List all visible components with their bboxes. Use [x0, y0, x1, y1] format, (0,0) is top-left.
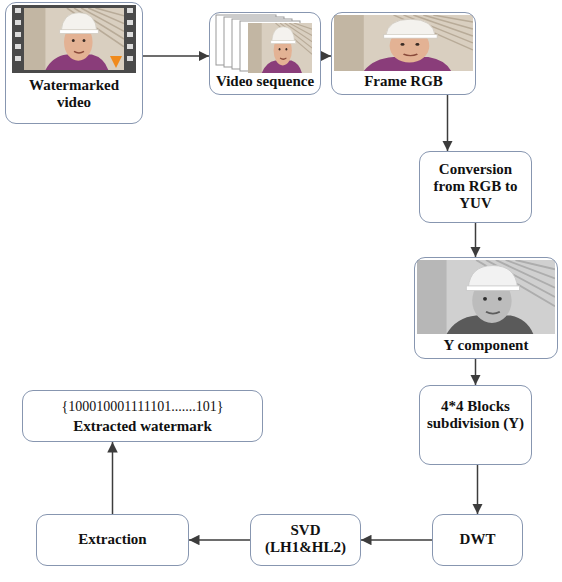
process-box: SVD (LH1&HL2): [250, 514, 361, 566]
process-box: Extraction: [36, 514, 189, 566]
process-box: Conversion from RGB to YUV: [419, 151, 532, 223]
flow-arrow: [143, 55, 209, 57]
component-box: Y component: [414, 257, 558, 359]
flow-arrow: [475, 223, 477, 257]
node-label: Extracted watermark: [26, 418, 260, 435]
frame-stack: [216, 15, 312, 73]
output-box: {100010001111101.......101} Extracted wat…: [22, 390, 263, 442]
sequence-box: Video sequence: [209, 12, 321, 95]
node-label: Watermarked video: [19, 77, 129, 111]
node-label: Conversion from RGB to YUV: [424, 161, 528, 212]
node-label: Frame RGB: [335, 73, 473, 90]
process-box: DWT: [432, 514, 523, 566]
frame-box: Frame RGB: [331, 12, 476, 95]
node-label: Extraction: [41, 531, 185, 548]
flow-arrow: [447, 95, 449, 151]
node-label: Video sequence: [211, 73, 319, 90]
flow-arrow: [112, 442, 114, 514]
process-box: 4*4 Blocks subdivision (Y): [419, 385, 532, 465]
flow-arrow: [477, 465, 479, 514]
flow-arrow: [189, 539, 250, 541]
node-label: SVD (LH1&HL2): [256, 522, 356, 556]
flow-arrow: [475, 359, 477, 385]
video-thumbnail: [12, 5, 136, 73]
luma-frame: [417, 260, 555, 334]
node-label: DWT: [436, 531, 520, 548]
flow-arrow: [321, 55, 331, 57]
flow-arrow: [361, 539, 432, 541]
node-label: Y component: [417, 337, 555, 354]
bit-string: {100010001111101.......101}: [26, 398, 260, 415]
rgb-frame: [334, 15, 473, 71]
node-label: 4*4 Blocks subdivision (Y): [424, 398, 528, 432]
video-box: Watermarked video: [5, 2, 143, 124]
